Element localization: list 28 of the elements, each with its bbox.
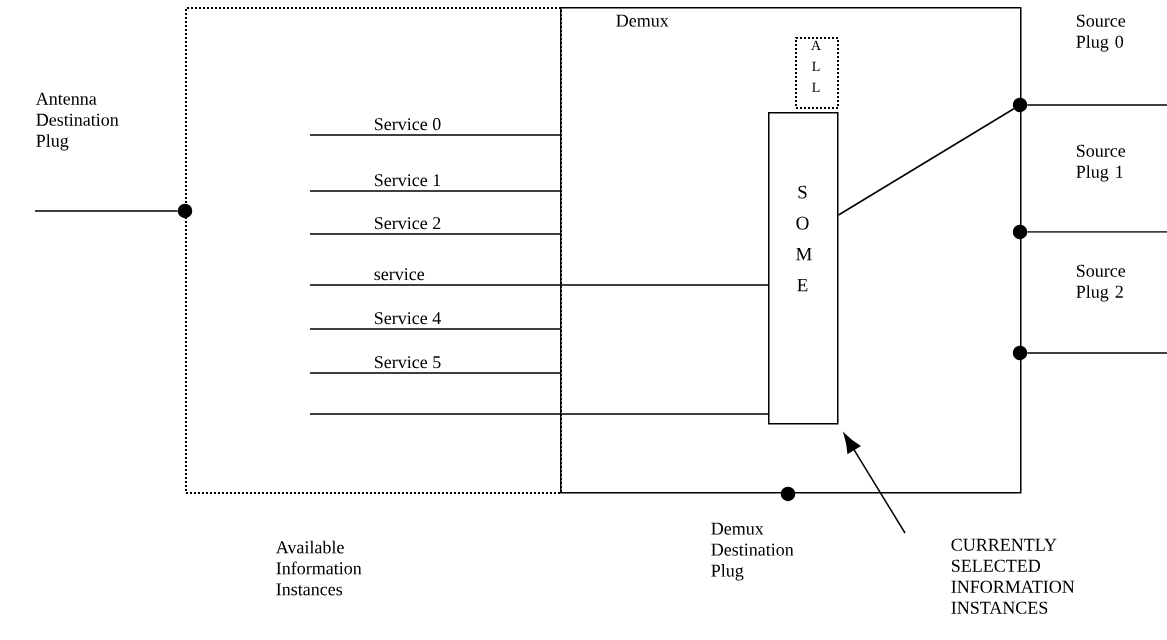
edge-label: Service 1 [372,173,443,188]
edge-label: Service 4 [372,311,443,326]
arrow [843,433,906,534]
plug-label: Source Plug 0 [1076,14,1126,52]
plug-label: Demux Destination Plug [711,522,794,581]
signal-line [1026,352,1167,354]
node-label: Available Information Instances [275,540,362,596]
edge-label: service [372,267,426,282]
signal-line [837,108,1015,216]
plug-label: Source Plug 2 [1076,264,1126,302]
edge-label: Service 5 [372,355,443,370]
signal-line [309,233,561,235]
signal-line [309,328,561,330]
plug-label: Source Plug 1 [1076,144,1126,182]
signal-line [309,190,561,192]
signal-line [309,372,561,374]
edge-label: Service 0 [372,117,443,132]
plug-label: Antenna Destination Plug [35,92,119,151]
signal-line [309,134,561,136]
dotted-box: A L L [795,37,839,109]
edge-label: Service 2 [372,216,443,231]
signal-line [309,413,769,415]
signal-line [309,284,769,286]
signal-line [1026,231,1167,233]
signal-line [34,210,179,212]
callout-text: CURRENTLY SELECTED INFORMATION INSTANCES [951,538,1075,614]
signal-line [1026,104,1167,106]
selector-box: S O M E [768,112,839,425]
